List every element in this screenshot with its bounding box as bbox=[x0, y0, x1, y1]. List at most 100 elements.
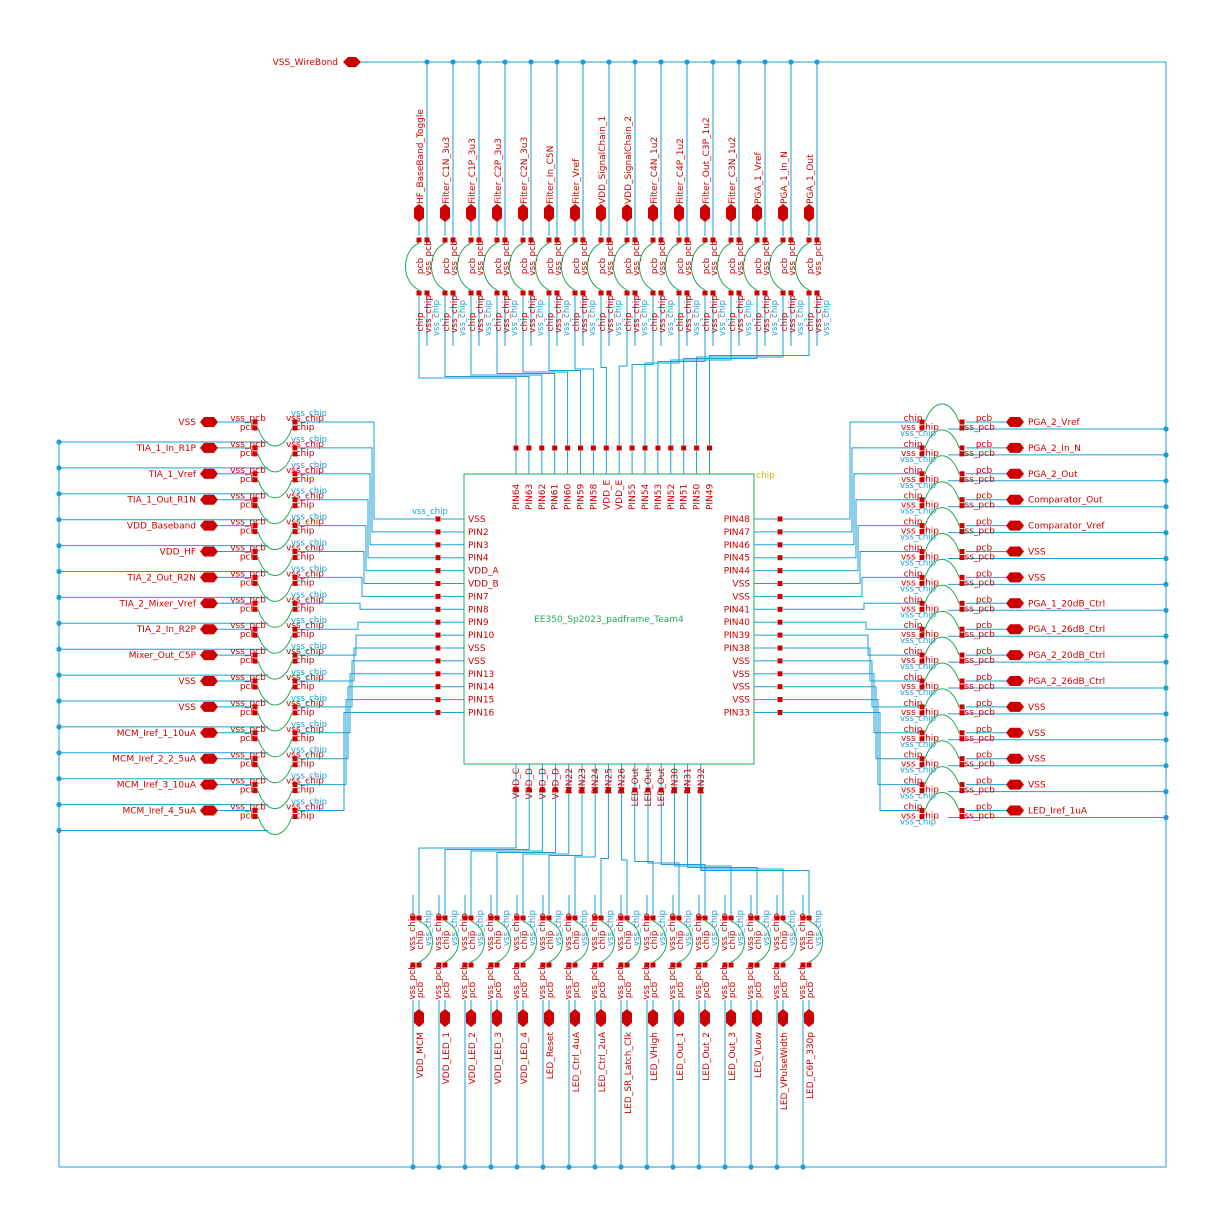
pin-symbol-left[interactable] bbox=[200, 753, 218, 764]
pin-symbol-left[interactable] bbox=[200, 520, 218, 531]
pad-pcb: pcb bbox=[780, 258, 790, 275]
pad-chip: chip bbox=[296, 578, 315, 588]
pin-symbol-top[interactable] bbox=[804, 204, 814, 222]
pin-symbol-left[interactable] bbox=[200, 546, 218, 557]
pin-stub bbox=[919, 788, 925, 794]
pin-symbol-left[interactable] bbox=[200, 442, 218, 453]
pin-symbol-bottom[interactable] bbox=[622, 1009, 632, 1027]
pin-symbol-right[interactable] bbox=[1006, 805, 1024, 816]
pin-symbol-bottom[interactable] bbox=[570, 1009, 580, 1027]
pin-stub bbox=[252, 788, 258, 794]
pin-symbol-bottom[interactable] bbox=[544, 1009, 554, 1027]
pin-symbol-right[interactable] bbox=[1006, 753, 1024, 764]
pin-stub bbox=[476, 290, 482, 296]
pin-symbol-left[interactable] bbox=[200, 727, 218, 738]
pin-symbol-top[interactable] bbox=[700, 204, 710, 222]
pin-symbol-right[interactable] bbox=[1006, 779, 1024, 790]
pin-symbol-bottom[interactable] bbox=[726, 1009, 736, 1027]
pin-symbol-left[interactable] bbox=[200, 650, 218, 661]
pad-vss-chip-alt: vss_chip bbox=[900, 740, 936, 750]
chip-pin-left: PIN4 bbox=[468, 554, 489, 564]
chip-right-stub bbox=[777, 632, 783, 638]
chip-top-stub bbox=[539, 445, 545, 451]
pin-symbol-bottom[interactable] bbox=[596, 1009, 606, 1027]
pad-vss-chip-alt: vss_chip bbox=[458, 300, 468, 336]
pin-symbol-left[interactable] bbox=[200, 624, 218, 635]
pin-symbol-right[interactable] bbox=[1006, 468, 1024, 479]
route-top bbox=[709, 350, 810, 445]
pin-symbol-left[interactable] bbox=[200, 701, 218, 712]
pin-symbol-right[interactable] bbox=[1006, 650, 1024, 661]
chip-name: EE350_Sp2023_padframe_Team4 bbox=[534, 615, 684, 625]
pin-symbol-bottom[interactable] bbox=[778, 1009, 788, 1027]
pin-symbol-bottom[interactable] bbox=[440, 1009, 450, 1027]
pad-vss-pcb: vss_pcb bbox=[616, 964, 626, 1000]
pin-symbol-right[interactable] bbox=[1006, 494, 1024, 505]
pin-symbol-top[interactable] bbox=[596, 204, 606, 222]
pin-symbol-left[interactable] bbox=[200, 779, 218, 790]
chip-bottom-stub bbox=[579, 787, 585, 793]
pad-vss-chip-alt: vss_chip bbox=[484, 300, 494, 336]
pin-symbol-left[interactable] bbox=[200, 417, 218, 427]
pin-symbol-left[interactable] bbox=[200, 468, 218, 479]
pin-symbol-right[interactable] bbox=[1006, 676, 1024, 686]
pin-symbol-bottom[interactable] bbox=[492, 1009, 502, 1027]
pin-symbol-bottom[interactable] bbox=[804, 1009, 814, 1027]
pin-label-right: Comparator_Vref bbox=[1028, 522, 1105, 532]
pin-symbol-right[interactable] bbox=[1006, 520, 1024, 531]
chip-pin-top: VDD_E bbox=[615, 479, 625, 510]
esd-loop bbox=[626, 920, 641, 963]
pin-symbol-right[interactable] bbox=[1006, 546, 1024, 557]
pin-stub bbox=[468, 237, 474, 243]
pin-label-left: VDD_Baseband bbox=[127, 522, 196, 532]
pin-symbol-bottom[interactable] bbox=[518, 1009, 528, 1027]
pin-symbol-bottom[interactable] bbox=[466, 1009, 476, 1027]
pin-symbol-top[interactable] bbox=[544, 204, 554, 222]
pin-symbol-top[interactable] bbox=[726, 204, 736, 222]
pin-symbol-top[interactable] bbox=[518, 204, 528, 222]
pin-symbol-top[interactable] bbox=[466, 204, 476, 222]
pin-symbol-bottom[interactable] bbox=[414, 1009, 424, 1027]
pin-symbol-top[interactable] bbox=[622, 204, 632, 222]
pin-symbol-right[interactable] bbox=[1006, 727, 1024, 738]
pin-symbol-right[interactable] bbox=[1006, 598, 1024, 609]
pin-symbol-top[interactable] bbox=[492, 204, 502, 222]
pin-symbol-left[interactable] bbox=[200, 494, 218, 505]
pin-symbol-top[interactable] bbox=[570, 204, 580, 222]
pin-stub bbox=[416, 915, 422, 921]
pad-vss-chip-alt: vss_chip bbox=[692, 300, 702, 336]
pin-symbol-top[interactable] bbox=[648, 204, 658, 222]
pin-symbol-right[interactable] bbox=[1006, 442, 1024, 453]
pin-symbol-top[interactable] bbox=[674, 204, 684, 222]
pin-symbol-left[interactable] bbox=[200, 598, 218, 609]
pin-symbol-top[interactable] bbox=[778, 204, 788, 222]
pin-stub bbox=[670, 962, 676, 968]
pin-label-bottom: LED_Reset bbox=[546, 1032, 556, 1080]
global-net-pin-shape[interactable] bbox=[343, 57, 361, 67]
pin-symbol-bottom[interactable] bbox=[674, 1009, 684, 1027]
pin-symbol-bottom[interactable] bbox=[752, 1009, 762, 1027]
pin-stub bbox=[919, 606, 925, 612]
esd-loop bbox=[808, 920, 823, 963]
pin-symbol-bottom[interactable] bbox=[700, 1009, 710, 1027]
pin-symbol-top[interactable] bbox=[440, 204, 450, 222]
pin-symbol-right[interactable] bbox=[1006, 624, 1024, 635]
chip-symbol[interactable]: EE350_Sp2023_padframe_Team4 chip vss_chi… bbox=[412, 471, 775, 765]
global-net-pin[interactable]: VSS_WireBond bbox=[273, 57, 361, 68]
pin-symbol-left[interactable] bbox=[200, 572, 218, 583]
pin-symbol-top[interactable] bbox=[752, 204, 762, 222]
pad-chip: chip bbox=[494, 930, 504, 949]
pin-symbol-bottom[interactable] bbox=[648, 1009, 658, 1027]
pad-vss-pcb: vss_pcb bbox=[230, 673, 266, 683]
chip-body[interactable] bbox=[463, 473, 755, 765]
chip-pin-bottom: VDD_D bbox=[538, 768, 548, 800]
esd-loop bbox=[561, 242, 576, 291]
chip-left-stub bbox=[435, 555, 441, 561]
pin-symbol-left[interactable] bbox=[200, 805, 218, 816]
pin-symbol-top[interactable] bbox=[414, 204, 424, 222]
pin-symbol-right[interactable] bbox=[1006, 701, 1024, 712]
pin-symbol-left[interactable] bbox=[200, 676, 218, 686]
pin-symbol-right[interactable] bbox=[1006, 572, 1024, 583]
pin-stub bbox=[919, 497, 925, 503]
pin-symbol-right[interactable] bbox=[1006, 417, 1024, 427]
